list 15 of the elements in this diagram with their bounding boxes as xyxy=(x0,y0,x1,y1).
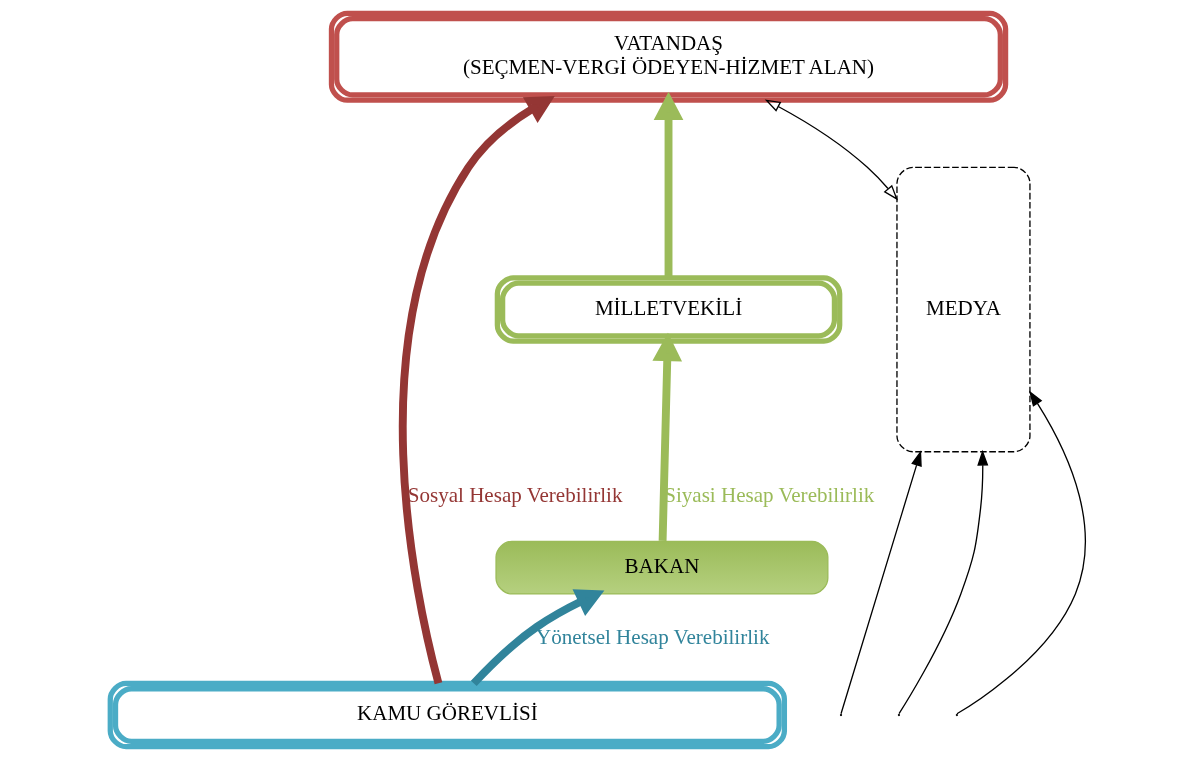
arrow xyxy=(764,99,899,201)
arrow xyxy=(399,96,555,685)
node-box: KAMU GÖREVLİSİ xyxy=(107,680,788,750)
arrow xyxy=(956,390,1086,715)
arrow xyxy=(653,91,684,278)
edge-label: Sosyal Hesap Verebilirlik xyxy=(407,482,623,507)
arrow xyxy=(840,450,922,715)
edge-label: Yönetsel Hesap Verebilirlik xyxy=(536,624,770,649)
arrow xyxy=(652,332,683,541)
node-box: MEDYA xyxy=(896,166,1031,453)
node-box: BAKAN xyxy=(495,540,829,595)
node-box: MİLLETVEKİLİ xyxy=(494,275,843,344)
arrow xyxy=(470,589,605,687)
arrow xyxy=(898,449,989,715)
node-box: VATANDAŞ (SEÇMEN-VERGİ ÖDEYEN-HİZMET ALAN) xyxy=(328,10,1009,103)
